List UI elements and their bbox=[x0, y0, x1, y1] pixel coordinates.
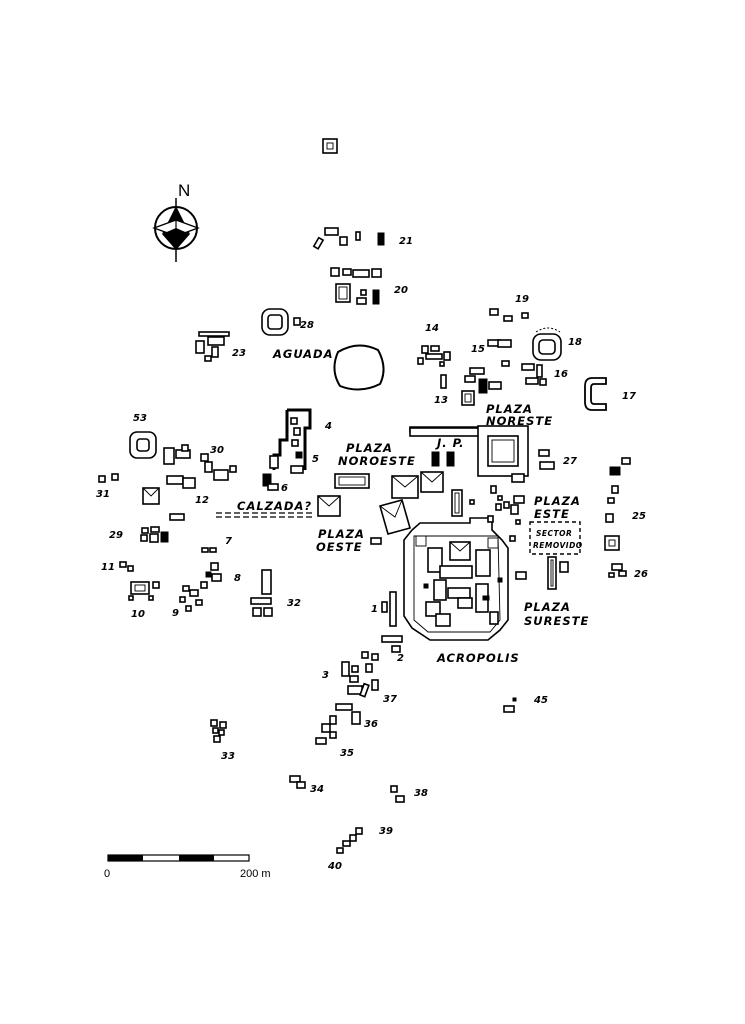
label-acropolis: ACROPOLIS bbox=[436, 651, 520, 665]
label-plaza-sureste-1: PLAZA bbox=[524, 600, 571, 614]
structure-number: 1 bbox=[371, 604, 378, 615]
structure-group-21 bbox=[312, 227, 385, 250]
label-plaza-noroeste-1: PLAZA bbox=[346, 441, 393, 455]
structure-group-southwest bbox=[119, 547, 273, 617]
structure-number: 25 bbox=[632, 511, 646, 522]
structure-number: 40 bbox=[327, 861, 342, 872]
label-plaza-noreste-1: PLAZA bbox=[486, 402, 533, 416]
structure-number: 4 bbox=[324, 421, 332, 432]
acropolis-complex bbox=[403, 517, 509, 641]
label-plaza-sureste-2: SURESTE bbox=[524, 614, 589, 628]
structure-group-53-30-12 bbox=[98, 431, 237, 543]
plaza-noreste-complex bbox=[409, 425, 555, 483]
label-sector-1: SECTOR bbox=[536, 529, 572, 538]
structure-number: 7 bbox=[225, 536, 232, 547]
zone-labels: AGUADA PLAZA NORESTE PLAZA NOROESTE J. P… bbox=[237, 347, 589, 665]
structure-number: 26 bbox=[634, 569, 648, 580]
calzada-causeway bbox=[216, 512, 312, 518]
structure-number: 9 bbox=[172, 608, 179, 619]
structure-number: 35 bbox=[340, 748, 354, 759]
structure-group-16-17-18 bbox=[521, 327, 607, 411]
structure-number: 38 bbox=[414, 788, 428, 799]
structure-number: 27 bbox=[563, 456, 577, 467]
structure-number: 21 bbox=[399, 236, 413, 247]
structure-number: 33 bbox=[221, 751, 235, 762]
structure-number: 18 bbox=[568, 337, 582, 348]
noroeste-structures bbox=[262, 408, 463, 517]
structure-number: 37 bbox=[383, 694, 397, 705]
structure-number: 16 bbox=[554, 369, 568, 380]
structure-number: 23 bbox=[232, 348, 246, 359]
structure-number: 28 bbox=[300, 320, 314, 331]
aguada-pond bbox=[333, 344, 385, 391]
structure-number: 53 bbox=[133, 413, 147, 424]
structure-number: 45 bbox=[533, 695, 548, 706]
north-label: N bbox=[178, 181, 190, 200]
label-sector-2: REMOVIDO bbox=[533, 541, 583, 550]
label-plaza-oeste-1: PLAZA bbox=[318, 527, 365, 541]
label-plaza-este-2: ESTE bbox=[534, 507, 570, 521]
structure-group-14-15-13 bbox=[417, 308, 529, 406]
structure-group-far-south bbox=[210, 697, 517, 854]
structure-number: 30 bbox=[210, 445, 224, 456]
label-jp: J. P. bbox=[435, 436, 464, 450]
scale-start-label: 0 bbox=[104, 868, 110, 880]
structure-group-23 bbox=[195, 331, 230, 362]
structure-number: 29 bbox=[109, 530, 123, 541]
este-structures bbox=[469, 485, 581, 590]
structure-number: 15 bbox=[471, 344, 485, 355]
structure-number: 13 bbox=[434, 395, 448, 406]
structure-number: 36 bbox=[364, 719, 378, 730]
structure-number: 12 bbox=[195, 495, 209, 506]
structure-number: 10 bbox=[131, 609, 145, 620]
structure-number: 39 bbox=[379, 826, 393, 837]
structure-number: 31 bbox=[96, 489, 110, 500]
structure-number: 2 bbox=[397, 653, 404, 664]
north-arrow-icon: N bbox=[152, 181, 200, 262]
structure-numbers: 1 2 3 4 5 6 7 8 9 10 11 12 13 14 15 16 1… bbox=[96, 236, 648, 872]
structure-number: 34 bbox=[310, 784, 324, 795]
structure-number: 20 bbox=[394, 285, 408, 296]
label-aguada: AGUADA bbox=[272, 347, 334, 361]
label-plaza-noroeste-2: NOROESTE bbox=[338, 454, 416, 468]
structure-group-25-26 bbox=[604, 457, 631, 578]
structure-group-20 bbox=[330, 267, 382, 305]
structure-number: 5 bbox=[312, 454, 319, 465]
label-plaza-oeste-2: OESTE bbox=[316, 540, 363, 554]
plaza-oeste-structures bbox=[317, 495, 411, 545]
structure-number: 32 bbox=[287, 598, 301, 609]
label-plaza-noreste-2: NORESTE bbox=[486, 414, 553, 428]
structure-group-28 bbox=[261, 308, 301, 336]
structure-number: 19 bbox=[515, 294, 529, 305]
scale-end-label: 200 m bbox=[240, 868, 271, 880]
structure-number: 6 bbox=[281, 483, 288, 494]
structure-number: 11 bbox=[101, 562, 115, 573]
top-structure bbox=[322, 138, 338, 154]
scale-bar: 0 200 m bbox=[104, 854, 271, 880]
structure-number: 8 bbox=[234, 573, 241, 584]
structure-number: 3 bbox=[322, 670, 329, 681]
label-plaza-este-1: PLAZA bbox=[534, 494, 581, 508]
label-calzada: CALZADA? bbox=[237, 499, 312, 513]
structure-group-south bbox=[315, 591, 403, 745]
structure-number: 17 bbox=[622, 391, 636, 402]
structure-number: 14 bbox=[425, 323, 439, 334]
